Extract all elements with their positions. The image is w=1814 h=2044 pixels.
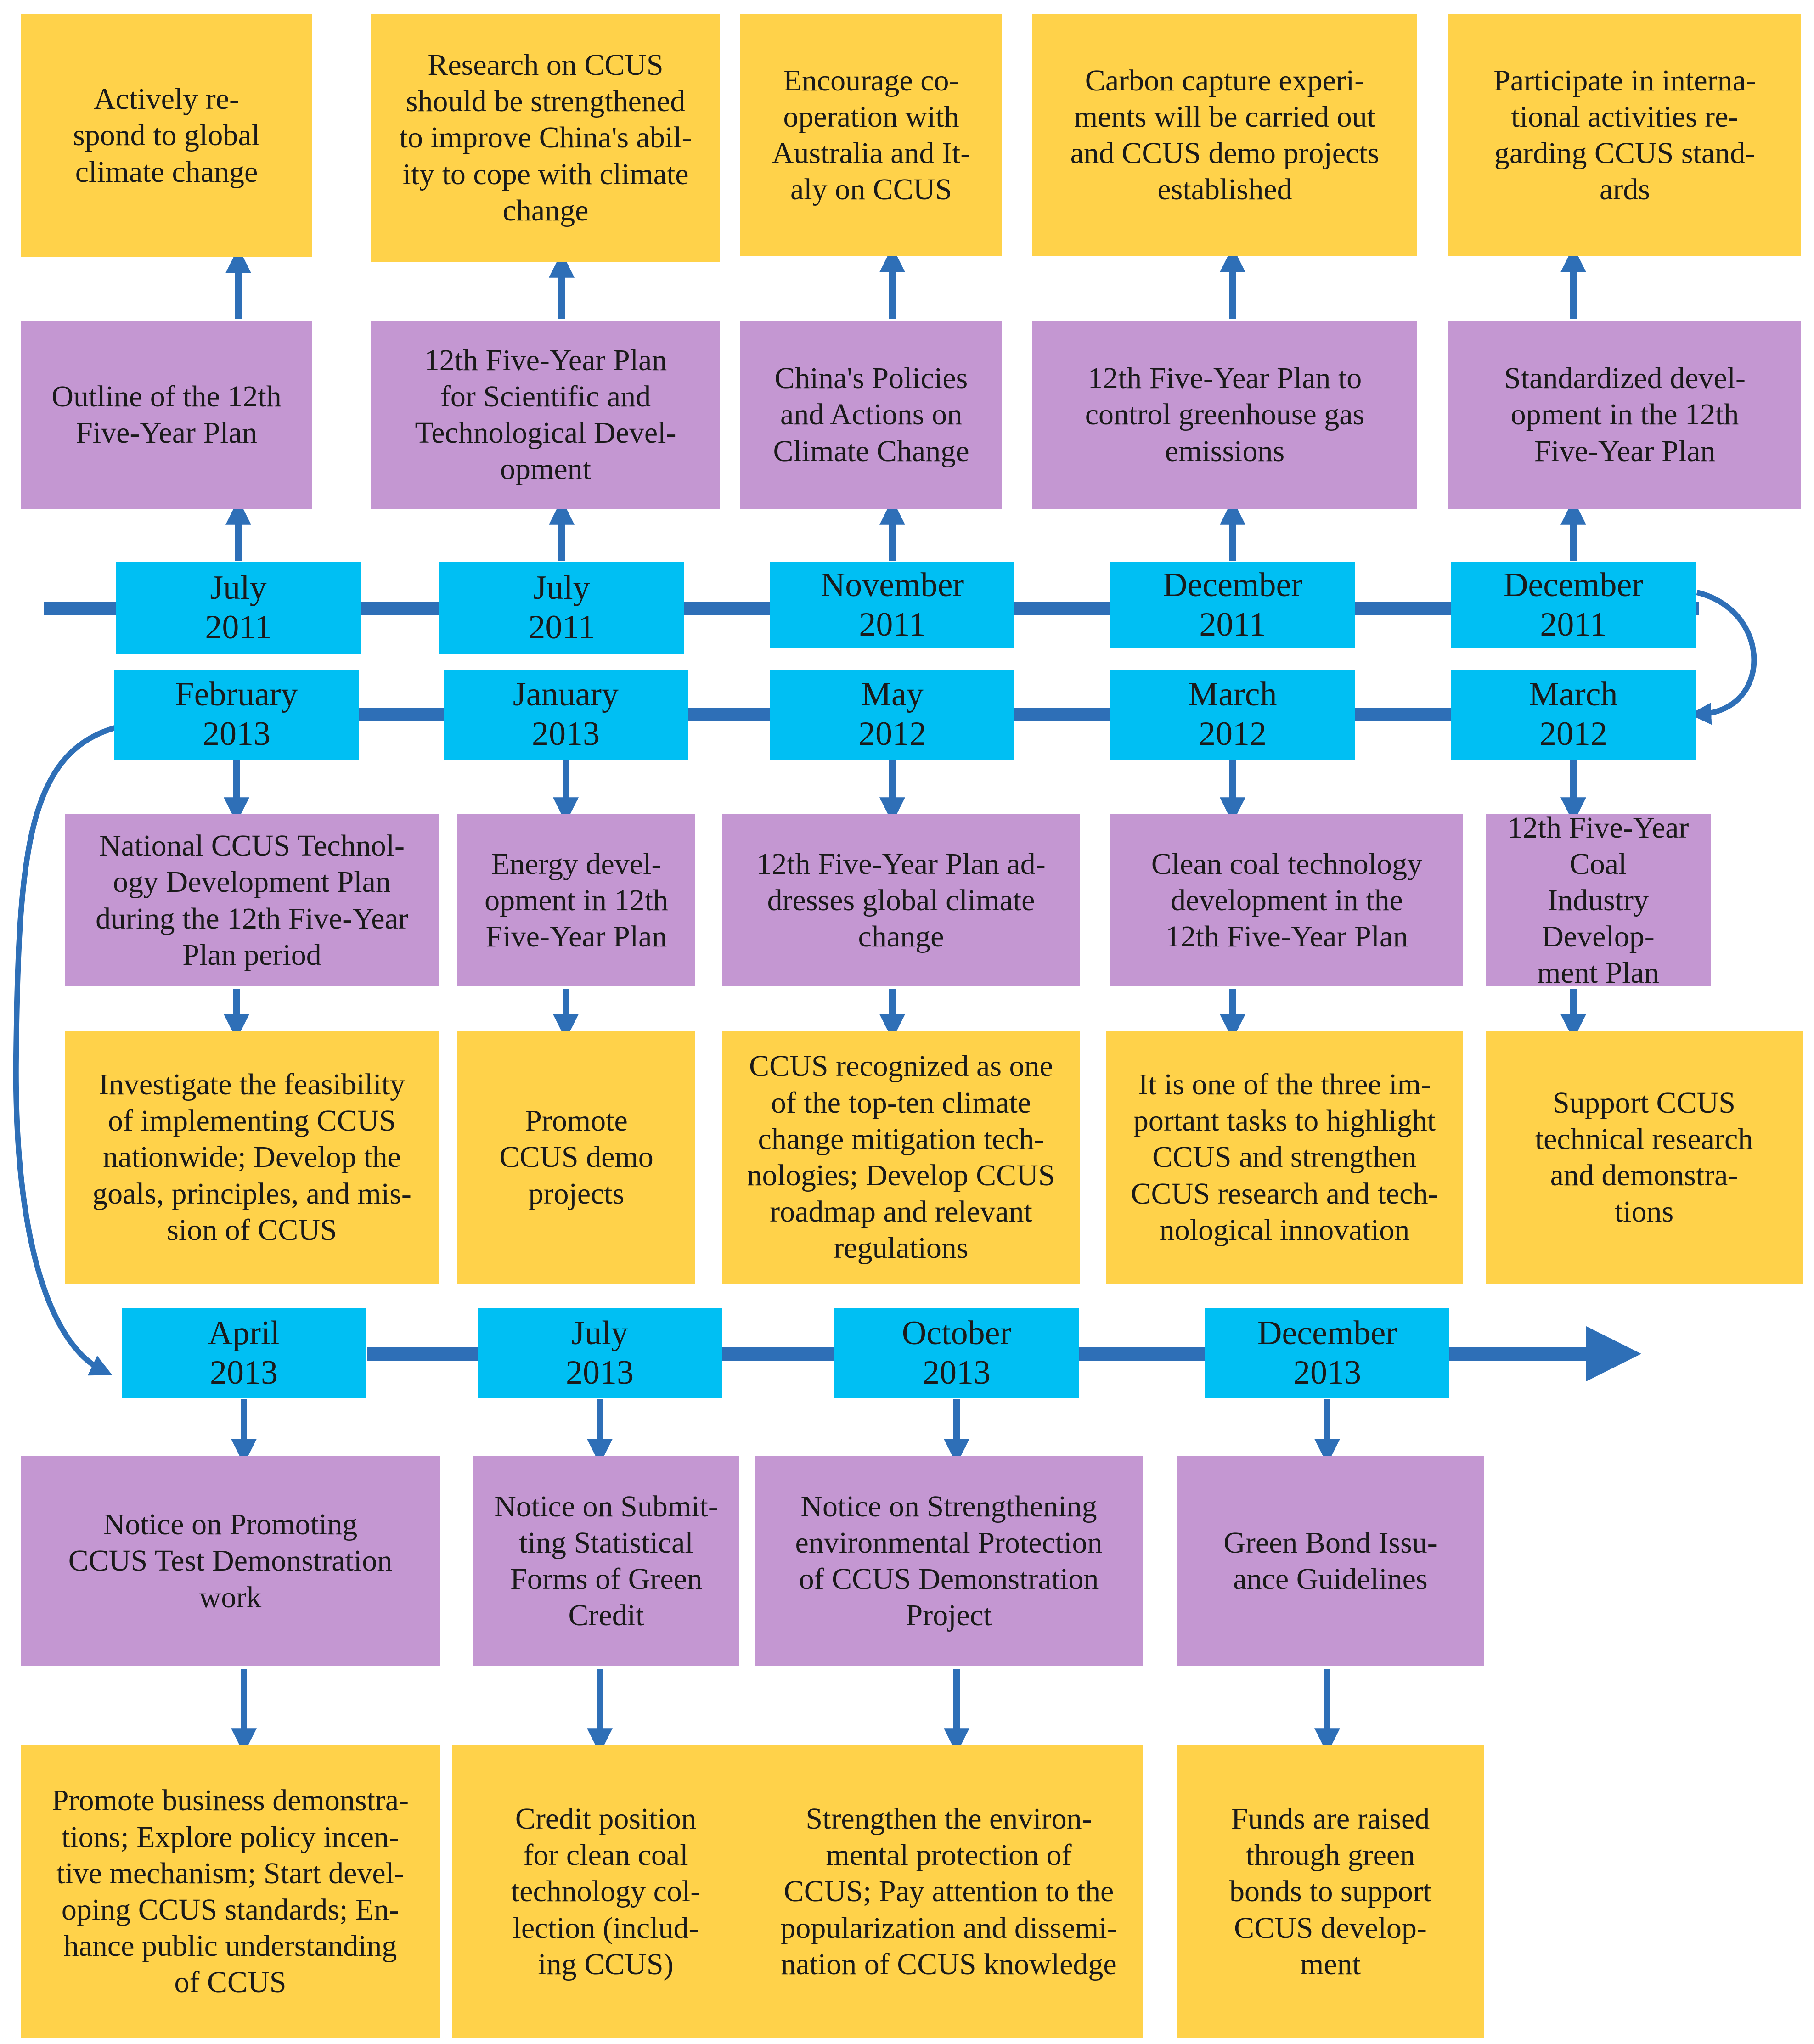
row3-result-2: Strengthen the environ- mental protectio… [755,1745,1143,2038]
row2-date-2: May 2012 [770,670,1014,760]
row1-date-3: December 2011 [1110,562,1355,648]
row1-date-4: December 2011 [1451,562,1696,648]
row3-result-0: Promote business demonstra- tions; Explo… [21,1745,440,2038]
row2-policy-4: 12th Five-Year Coal Industry Develop- me… [1486,811,1711,990]
row1-result-3: Carbon capture experi- ments will be car… [1032,14,1417,256]
row1-policy-4: Standardized devel- opment in the 12th F… [1448,321,1801,509]
row2-result-4: Support CCUS technical research and demo… [1486,1031,1803,1284]
row3-policy-1: Notice on Submit- ting Statistical Forms… [473,1456,739,1666]
row1-policy-1: 12th Five-Year Plan for Scientific and T… [371,321,720,509]
row2-date-4: March 2012 [1451,670,1696,760]
row2-date-3: March 2012 [1110,670,1355,760]
row3-result-3: Funds are raised through green bonds to … [1177,1745,1484,2038]
row1-policy-0: Outline of the 12th Five-Year Plan [21,321,312,509]
row3-policy-2: Notice on Strengthening environmental Pr… [755,1456,1143,1666]
wrap-connector-2011-2012 [1689,590,1757,725]
row2-result-0: Investigate the feasibility of implement… [65,1031,439,1284]
row1-date-2: November 2011 [770,562,1014,648]
row3-date-1: July 2013 [478,1308,722,1398]
row2-policy-2: 12th Five-Year Plan ad- dresses global c… [722,814,1080,986]
row1-policy-3: 12th Five-Year Plan to control greenhous… [1032,321,1417,509]
row2-result-3: It is one of the three im- portant tasks… [1106,1031,1463,1284]
row2-date-1: January 2013 [444,670,688,760]
row1-result-4: Participate in interna- tional activitie… [1448,14,1801,256]
row1-result-1: Research on CCUS should be strengthened … [371,14,720,262]
row3-date-3: December 2013 [1205,1308,1449,1398]
wrap-connector-2012-2013 [13,725,116,1376]
row3-date-2: October 2013 [834,1308,1079,1398]
row1-date-1: July 2011 [439,562,684,654]
row2-policy-3: Clean coal technology development in the… [1110,814,1463,986]
row3-policy-0: Notice on Promoting CCUS Test Demonstrat… [21,1456,440,1666]
row3-result-1: Credit position for clean coal technolog… [452,1745,759,2038]
row1-date-0: July 2011 [116,562,361,654]
row2-date-0: February 2013 [114,670,359,760]
row2-result-2: CCUS recognized as one of the top-ten cl… [722,1031,1080,1284]
row1-result-0: Actively re- spond to global climate cha… [21,14,312,257]
row1-result-2: Encourage co- operation with Australia a… [740,14,1002,256]
row2-policy-0: National CCUS Technol- ogy Development P… [65,814,439,986]
row3-date-0: April 2013 [122,1308,366,1398]
row3-policy-3: Green Bond Issu- ance Guidelines [1177,1456,1484,1666]
row2-policy-1: Energy devel- opment in 12th Five-Year P… [457,814,695,986]
row1-policy-2: China's Policies and Actions on Climate … [740,321,1002,509]
row2-result-1: Promote CCUS demo projects [457,1031,695,1284]
